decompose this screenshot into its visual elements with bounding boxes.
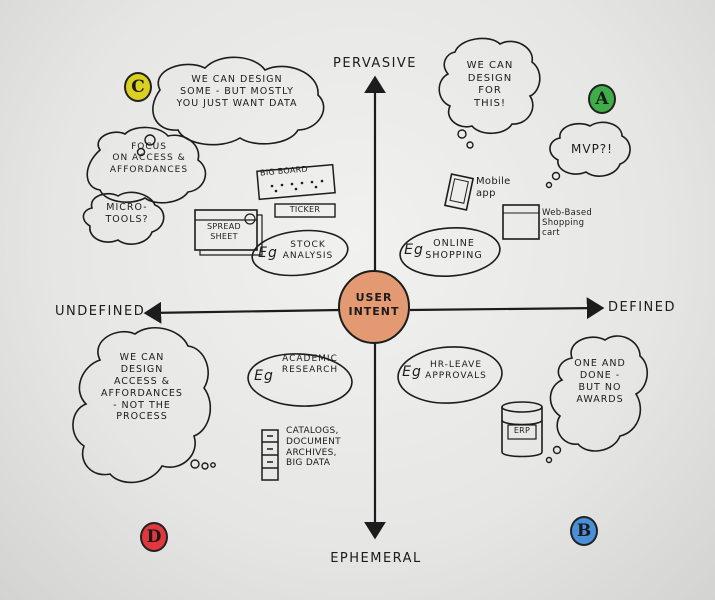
quadrant-badge-b: B [570,516,598,546]
big-board-sketch [256,163,336,201]
center-label: USER INTENT [348,291,400,318]
cloud-a-mvp [549,121,631,177]
axis-label-ephemeral: EPHEMERAL [330,551,422,566]
filing-cabinet-sketch [261,429,279,481]
axis-label-defined: DEFINED [608,300,676,315]
ticker-sketch [274,203,336,218]
horizontal-axis-right [409,297,605,320]
cloud-a-main-text: WE CAN DESIGN FOR THIS! [466,60,514,109]
cloud-a-main [438,37,541,135]
cloud-d-main-text: WE CAN DESIGN ACCESS & AFFORDANCES - NOT… [101,352,183,423]
catalogs-label: CATALOGS, DOCUMENT ARCHIVES, BIG DATA [286,426,341,469]
hr-approvals-label: HR-LEAVE APPROVALS [425,360,487,382]
cloud-b-main-text: ONE AND DONE - BUT NO AWARDS [574,358,626,405]
web-cart-label: Web-Based Shopping cart [542,208,593,239]
axis-label-undefined: UNDEFINED [55,304,146,319]
quadrant-badge-c: C [124,72,152,102]
cloud-d-main [72,326,212,484]
oval-stock-analysis [251,229,349,277]
mobile-app-label: Mobile app [476,176,511,199]
online-shopping-eg: Eg [404,242,424,258]
ticker-label: TICKER [289,205,321,214]
quadrant-badge-d: D [140,522,168,552]
hr-approvals-eg: Eg [402,364,422,380]
mobile-app-sketch [443,173,475,211]
cloud-b-main [549,335,648,452]
cloud-c-focus [86,126,207,204]
cloud-c-micro-text: MICRO- TOOLS? [105,202,149,225]
online-shopping-label: ONLINE SHOPPING [425,238,483,261]
oval-academic-research [247,353,353,407]
quadrant-badge-a: A [588,84,616,114]
horizontal-axis-left [143,301,341,324]
cloud-c-micro [82,191,165,245]
oval-online-shopping [399,227,501,277]
web-cart-sketch [502,204,540,240]
cloud-c-main-text: WE CAN DESIGN SOME - BUT MOSTLY YOU JUST… [176,74,298,109]
cloud-c-focus-text: FOCUS ON ACCESS & AFFORDANCES [109,142,189,175]
academic-research-eg: Eg [254,368,274,384]
cloud-c-main [152,56,325,146]
academic-research-label: ACADEMIC RESEARCH [281,354,339,376]
stock-analysis-label: STOCK ANALYSIS [282,240,334,262]
cloud-a-mvp-text: MVP?! [571,142,613,156]
oval-hr-approvals [397,346,503,404]
erp-label: ERP [513,426,531,435]
spreadsheet-label: SPREAD SHEET [207,222,241,241]
stock-analysis-eg: Eg [258,245,278,261]
spreadsheet-sketch [194,209,258,251]
axis-label-pervasive: PERVASIVE [332,56,418,71]
center-circle [338,270,410,344]
